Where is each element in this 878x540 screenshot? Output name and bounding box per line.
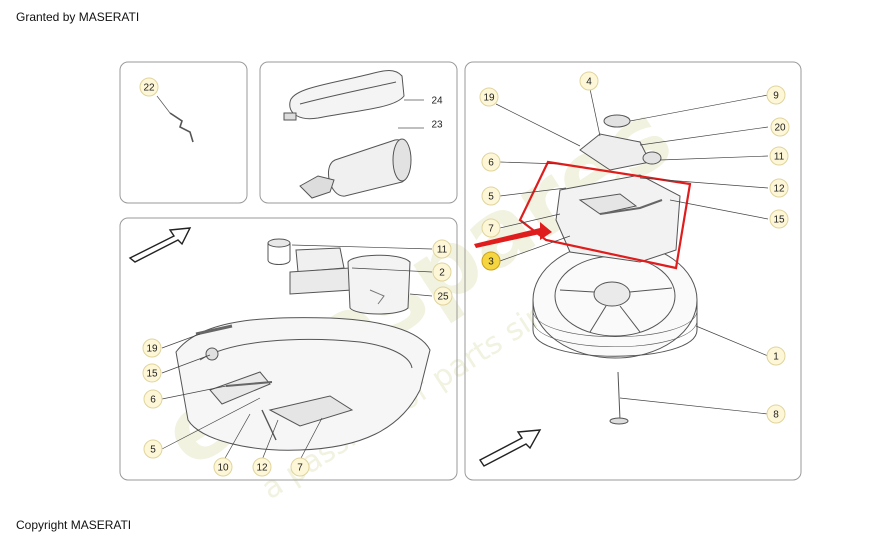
svg-text:23: 23 — [431, 120, 443, 131]
callout-5: 5 — [143, 439, 163, 459]
svg-text:24: 24 — [431, 96, 443, 107]
callout-23: 23 — [431, 120, 443, 131]
svg-text:19: 19 — [146, 344, 158, 355]
wheel-brace-drawing — [156, 95, 194, 143]
callout-19: 19 — [479, 87, 499, 107]
callout-8: 8 — [766, 404, 786, 424]
panel-bottom-left-arrow — [128, 227, 192, 263]
svg-text:7: 7 — [488, 224, 494, 235]
svg-text:9: 9 — [773, 91, 779, 102]
callout-11: 11 — [769, 146, 789, 166]
svg-text:3: 3 — [488, 257, 494, 268]
svg-text:25: 25 — [437, 292, 449, 303]
svg-text:12: 12 — [256, 463, 268, 474]
callout-1: 1 — [766, 346, 786, 366]
callout-19: 19 — [142, 338, 162, 358]
panel-right-arrow — [478, 429, 542, 467]
svg-text:1: 1 — [773, 352, 779, 363]
callout-3-highlighted: 3 — [481, 251, 501, 271]
compressor-drawing — [299, 127, 424, 199]
callout-7: 7 — [290, 457, 310, 477]
callout-7: 7 — [481, 218, 501, 238]
panel-frames — [119, 61, 802, 481]
svg-text:20: 20 — [774, 123, 786, 134]
svg-text:22: 22 — [143, 83, 155, 94]
svg-text:19: 19 — [483, 93, 495, 104]
footer-caption: Copyright MASERATI — [16, 518, 132, 532]
tool-bag-drawing — [283, 70, 424, 121]
callout-15: 15 — [769, 209, 789, 229]
callout-25: 25 — [433, 286, 453, 306]
svg-text:5: 5 — [150, 445, 156, 456]
panel-right — [464, 61, 802, 481]
svg-text:8: 8 — [773, 410, 779, 421]
callout-20: 20 — [770, 117, 790, 137]
panel-top-middle — [259, 61, 458, 204]
panel-top-left — [119, 61, 248, 204]
callout-5: 5 — [481, 186, 501, 206]
callout-24: 24 — [431, 96, 443, 107]
callouts-top-middle: 24 23 — [431, 96, 443, 131]
svg-text:10: 10 — [217, 463, 229, 474]
callout-15: 15 — [142, 363, 162, 383]
callout-6: 6 — [481, 152, 501, 172]
callout-6: 6 — [143, 389, 163, 409]
panel-bottom-left — [119, 217, 458, 481]
callout-22: 22 — [139, 77, 159, 97]
spare-wheel-drawing — [532, 114, 698, 425]
callout-4: 4 — [579, 71, 599, 91]
callout-11: 11 — [432, 239, 452, 259]
svg-text:6: 6 — [150, 395, 156, 406]
callouts-right: 19 4 9 20 6 11 12 5 — [479, 71, 790, 424]
svg-text:5: 5 — [488, 192, 494, 203]
callout-12: 12 — [769, 178, 789, 198]
panel-bottom-left-leaders — [161, 244, 433, 461]
callout-12: 12 — [252, 457, 272, 477]
panel-right-leaders — [495, 88, 769, 415]
callouts-bottom-left: 11 2 25 19 15 6 5 10 — [142, 239, 453, 477]
svg-text:7: 7 — [297, 463, 303, 474]
svg-text:15: 15 — [146, 369, 158, 380]
callout-9: 9 — [766, 85, 786, 105]
header-caption: Granted by MASERATI — [16, 10, 140, 24]
tray-contents-drawing — [175, 238, 431, 451]
svg-text:6: 6 — [488, 158, 494, 169]
svg-text:11: 11 — [437, 245, 448, 256]
callout-2: 2 — [432, 262, 452, 282]
callouts-top-left: 22 — [139, 77, 159, 97]
svg-text:15: 15 — [773, 215, 785, 226]
svg-text:2: 2 — [439, 268, 445, 279]
callout-10: 10 — [213, 457, 233, 477]
svg-text:4: 4 — [586, 77, 592, 88]
svg-text:11: 11 — [774, 152, 785, 163]
svg-text:12: 12 — [773, 184, 785, 195]
